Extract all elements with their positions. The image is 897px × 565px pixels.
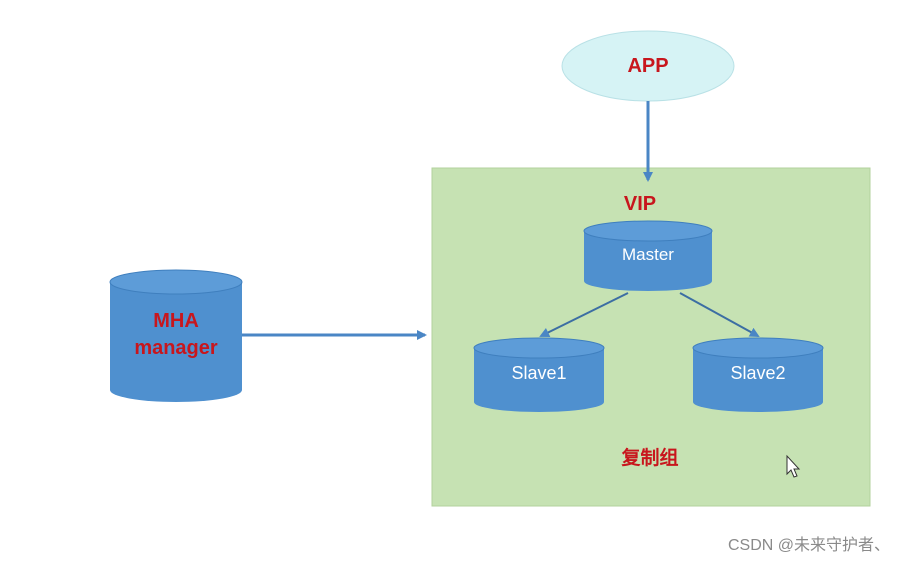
master-label: Master: [622, 245, 674, 264]
slave2-cylinder: [692, 337, 824, 412]
watermark: CSDN @未来守护者、: [727, 537, 890, 554]
slave1-label: Slave1: [511, 363, 567, 383]
manager-label: manager: [134, 337, 218, 359]
cursor-icon: [786, 454, 801, 478]
master-to-slave1-arrow: [539, 292, 629, 337]
mha-manager-cylinder: [109, 269, 243, 402]
replication-group-label: 复制组: [621, 448, 679, 469]
slave1-cylinder: [473, 337, 605, 412]
master-to-slave2-arrow: [679, 292, 760, 337]
master-cylinder: [583, 220, 713, 291]
app-label: APP: [627, 55, 669, 77]
mha-label: MHA: [153, 310, 199, 332]
slave2-label: Slave2: [730, 363, 786, 383]
vip-label: VIP: [623, 193, 657, 215]
